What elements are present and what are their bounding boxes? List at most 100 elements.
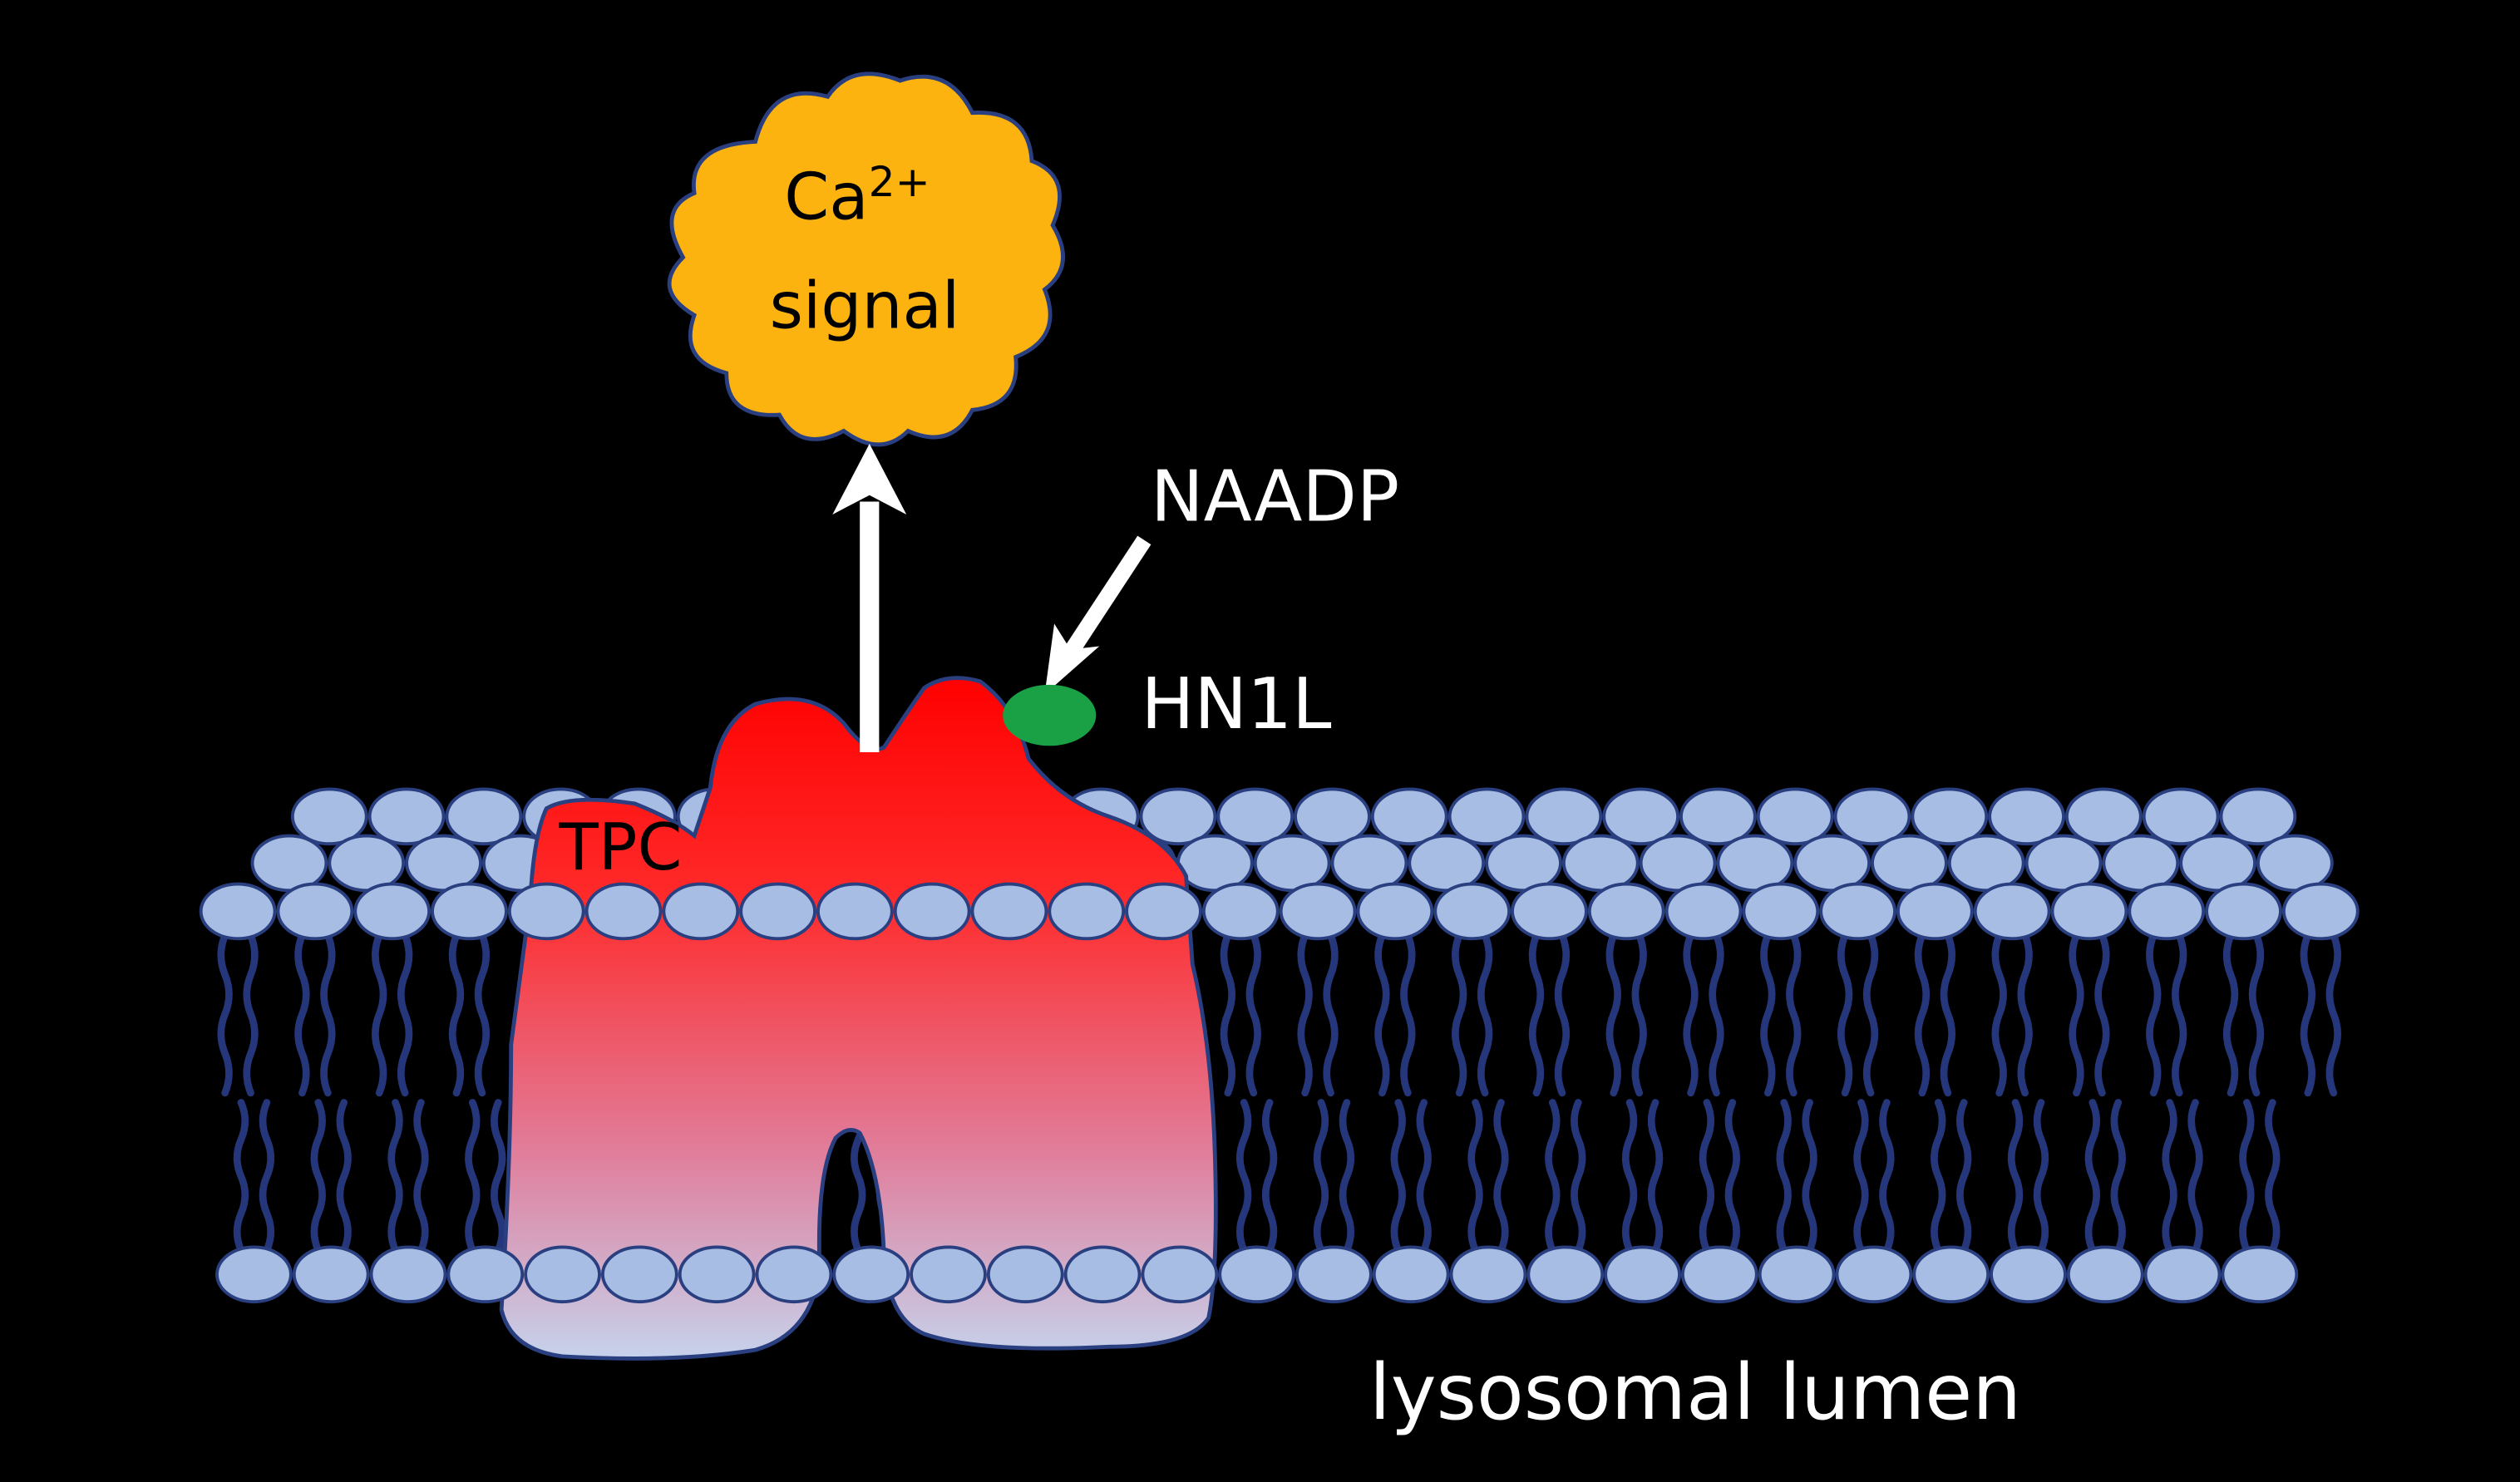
lipid-tail xyxy=(1339,1099,1355,1254)
lipid-tail xyxy=(2007,1099,2024,1254)
lipid-tail xyxy=(1879,1099,1895,1254)
lipid-head xyxy=(1871,834,1948,893)
lipid-tail xyxy=(491,1099,506,1254)
lipid-tail xyxy=(1528,932,1545,1097)
lipid-tail xyxy=(310,1099,326,1254)
lipid-head xyxy=(2024,834,2103,893)
lipid-tail xyxy=(2325,932,2341,1097)
lipid-tail xyxy=(397,932,413,1097)
lipid-head xyxy=(910,1245,987,1304)
lipid-head xyxy=(524,1245,601,1304)
lipid-head xyxy=(215,1245,293,1304)
lipid-tail xyxy=(1477,932,1493,1097)
lipid-head xyxy=(1716,834,1794,893)
lipid-tail xyxy=(1786,932,1802,1097)
lipid-tail xyxy=(1802,1099,1817,1254)
lipid-head xyxy=(367,787,446,846)
lipid-head xyxy=(678,1245,756,1304)
lipid-tail xyxy=(233,1099,249,1254)
lipid-head xyxy=(1819,882,1896,941)
lipid-head xyxy=(1216,787,1295,846)
lipid-head xyxy=(2221,1245,2299,1304)
lipid-head xyxy=(2050,882,2128,941)
lipid-head xyxy=(199,882,277,941)
lipid-head xyxy=(739,882,816,941)
lipid-tail xyxy=(1235,1099,1252,1254)
lipid-tail xyxy=(1991,932,2007,1097)
signal-label: signal xyxy=(770,269,960,344)
lipid-head xyxy=(2066,1245,2144,1304)
lipid-head xyxy=(1511,882,1588,941)
lipid-head xyxy=(1279,882,1357,941)
lipid-head xyxy=(1525,787,1603,846)
lipid-head xyxy=(2064,787,2143,846)
lipid-tail xyxy=(2033,1099,2049,1254)
lipid-head xyxy=(1990,1245,2067,1304)
lipid-tail xyxy=(259,1099,275,1254)
tpc-channel-protein xyxy=(499,676,1218,1361)
lipid-tail xyxy=(2239,1099,2255,1254)
lipid-head xyxy=(600,1245,678,1304)
lipid-tail xyxy=(2248,932,2265,1097)
lipid-head xyxy=(2128,882,2206,941)
lipid-tail xyxy=(387,1099,403,1254)
lipid-tail xyxy=(2110,1099,2126,1254)
lipid-head xyxy=(1896,882,1974,941)
lipid-head xyxy=(1587,882,1665,941)
naadp-arrow-head xyxy=(1044,623,1100,695)
lipid-tail xyxy=(1297,932,1313,1097)
lipid-head xyxy=(1370,787,1448,846)
lipid-tail xyxy=(2017,932,2033,1097)
lipid-head xyxy=(1742,882,1820,941)
lipid-tail xyxy=(1245,932,1261,1097)
lipid-head xyxy=(431,882,508,941)
lipid-head xyxy=(1679,787,1757,846)
lipid-tail xyxy=(1605,932,1621,1097)
lipid-head xyxy=(1433,882,1512,941)
lipid-head xyxy=(1141,1245,1219,1304)
lipid-head xyxy=(1485,834,1562,893)
lipid-head xyxy=(446,1245,525,1304)
lipid-head xyxy=(1835,1245,1913,1304)
lipid-tail xyxy=(2069,932,2084,1097)
lipid-head xyxy=(1201,882,1280,941)
lipid-tail xyxy=(217,932,233,1097)
lipid-tail xyxy=(2172,932,2187,1097)
lipid-tail xyxy=(1554,932,1571,1097)
lipid-tail xyxy=(2265,1099,2281,1254)
lipid-tail xyxy=(448,932,465,1097)
lipid-tail xyxy=(2300,932,2316,1097)
lipid-tail xyxy=(1914,932,1931,1097)
lipid-head xyxy=(970,882,1048,941)
lipid-tail xyxy=(1837,932,1853,1097)
lipid-tail xyxy=(465,1099,481,1254)
lipid-head xyxy=(1793,834,1872,893)
lipid-head xyxy=(1218,1245,1296,1304)
lipid-head xyxy=(276,882,354,941)
lipid-head xyxy=(1253,834,1331,893)
lipid-head xyxy=(2102,834,2180,893)
lipid-tail xyxy=(2187,1099,2203,1254)
lipid-head xyxy=(1408,834,1486,893)
lipid-head xyxy=(1526,1245,1605,1304)
lipid-tail xyxy=(1683,932,1699,1097)
lipid-tail xyxy=(1709,932,1724,1097)
lipid-tail xyxy=(2162,1099,2177,1254)
calcium-release-arrow-head xyxy=(832,443,907,515)
lipid-head xyxy=(1602,787,1680,846)
lipid-head xyxy=(1758,1245,1836,1304)
lipid-tail xyxy=(1724,1099,1740,1254)
lipid-head xyxy=(2281,882,2360,941)
lipid-head xyxy=(1295,1245,1373,1304)
lipid-head xyxy=(1356,882,1434,941)
naadp-label: NAADP xyxy=(1151,456,1399,539)
lipid-tail xyxy=(1631,932,1647,1097)
lipid-head xyxy=(1447,787,1526,846)
lipid-tail xyxy=(1699,1099,1715,1254)
lipid-head xyxy=(1604,1245,1681,1304)
ca-signal-cloud xyxy=(667,71,1065,447)
lysosomal-lumen-label: lysosomal lumen xyxy=(1369,1347,2021,1437)
lipid-tail xyxy=(372,932,387,1097)
naadp-arrow-shaft xyxy=(1063,535,1152,657)
